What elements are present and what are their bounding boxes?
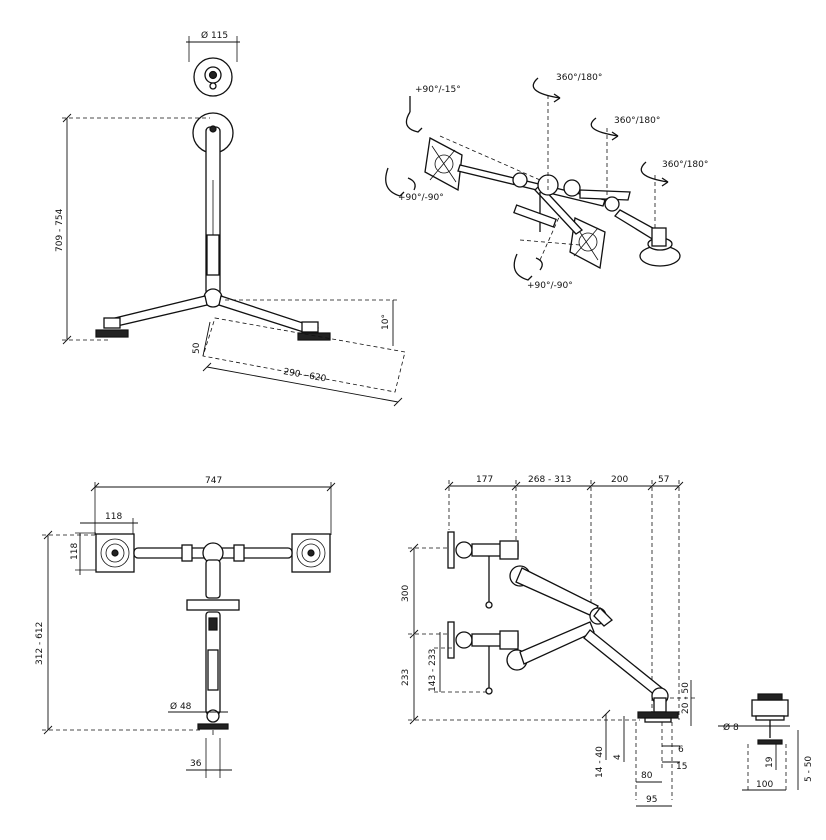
total-width-label: 747 — [205, 476, 222, 486]
swivel-1-label: 360°/180° — [556, 73, 602, 83]
pole-diameter-label: Ø 48 — [170, 701, 192, 712]
lower-range-label: 143 - 233 — [428, 649, 438, 692]
upper-height-label: 300 — [401, 585, 411, 602]
clamp-range-label: 20 - 50 — [681, 682, 691, 714]
vesa-width-label: 118 — [105, 512, 122, 522]
offset-6-label: 6 — [678, 745, 684, 755]
top-view-drawing: Ø 115 709 - 754 10° 50 — [55, 30, 406, 407]
rotate-right-label: +90°/-90° — [527, 281, 573, 291]
rotate-left-label: +90°/-90° — [398, 193, 444, 203]
base-95-label: 95 — [646, 795, 657, 805]
clamp-diameter-label: Ø 115 — [201, 30, 228, 41]
depth-3-label: 200 — [611, 475, 628, 485]
swivel-3-label: 360°/180° — [662, 160, 708, 170]
front-height-range-label: 312 - 612 — [35, 622, 45, 665]
side-view-drawing: 177 268 - 313 200 57 — [401, 475, 696, 807]
bolt-diameter-label: Ø 8 — [723, 722, 739, 733]
swivel-2-label: 360°/180° — [614, 116, 660, 126]
grommet-19-label: 19 — [765, 756, 775, 768]
base-offset-label: 50 — [192, 342, 202, 354]
front-view-drawing: 747 118 118 — [35, 476, 336, 778]
clamp-detail-drawing: Ø 8 19 5 - 50 100 — [718, 693, 814, 792]
isometric-view-drawing: +90°/-15° 360°/180° 360°/180° 360°/180° … — [385, 73, 708, 291]
depth-2-label: 268 - 313 — [528, 475, 571, 485]
grommet-range-label: 5 - 50 — [804, 756, 814, 782]
base-80-label: 80 — [641, 771, 653, 781]
height-range-label: 709 - 754 — [55, 208, 65, 252]
offset-4-label: 4 — [613, 754, 623, 760]
pole-width-label: 36 — [190, 759, 202, 769]
depth-1-label: 177 — [476, 475, 493, 485]
tilt-top-label: +90°/-15° — [415, 85, 461, 95]
tilt-angle-label: 10° — [381, 314, 391, 330]
depth-4-label: 57 — [658, 475, 669, 485]
desk-thickness-label: 14 - 40 — [595, 746, 605, 778]
plate-width-label: 100 — [756, 780, 773, 790]
lower-height-label: 233 — [401, 669, 411, 686]
offset-15-label: 15 — [676, 762, 687, 772]
vesa-height-label: 118 — [70, 543, 80, 560]
